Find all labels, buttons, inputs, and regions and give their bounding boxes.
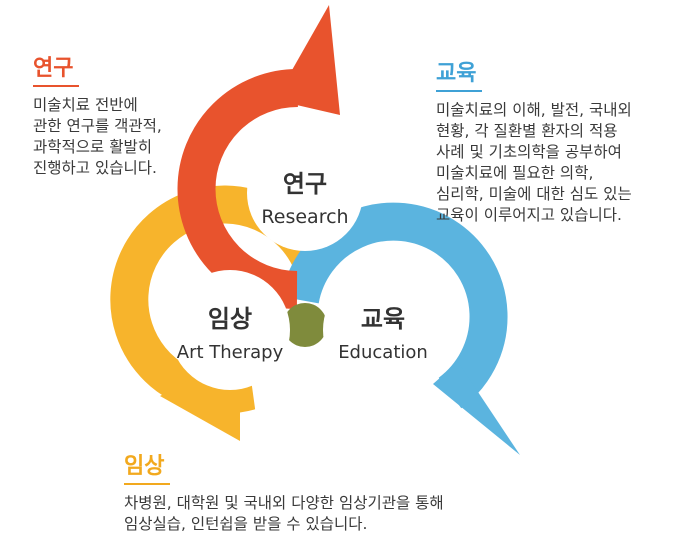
clinical-block-description: 차병원, 대학원 및 국내외 다양한 임상기관을 통해 임상실습, 인턴쉽을 받…: [124, 494, 444, 534]
education-block-rule: [436, 90, 482, 93]
education-circle-subtitle: Education: [338, 342, 428, 363]
education-ring: [281, 202, 508, 409]
research-circle-subtitle: Research: [261, 206, 348, 228]
research-block-title: 연구: [33, 56, 74, 81]
clinical-circle: [170, 270, 290, 390]
clinical-block: 임상 차병원, 대학원 및 국내외 다양한 임상기관을 통해 임상실습, 인턴쉽…: [124, 454, 544, 535]
clinical-block-title: 임상: [124, 454, 165, 479]
research-block: 연구 미술치료 전반에 관한 연구를 객관적, 과학적으로 활발히 진행하고 있…: [33, 56, 223, 179]
clinical-circle-title: 임상: [208, 305, 252, 333]
education-block-title: 교육: [436, 61, 477, 86]
research-circle: [247, 135, 363, 251]
research-circle-title: 연구: [283, 170, 327, 198]
education-block-description: 미술치료의 이해, 발전, 국내외 현황, 각 질환별 환자의 적용 사례 및 …: [436, 101, 632, 225]
education-circle-title: 교육: [361, 305, 405, 333]
research-block-rule: [33, 85, 79, 88]
education-arrowhead: [433, 362, 520, 455]
clinical-circle-subtitle: Art Therapy: [177, 342, 284, 363]
research-block-description: 미술치료 전반에 관한 연구를 객관적, 과학적으로 활발히 진행하고 있습니다…: [33, 96, 162, 178]
education-block: 교육 미술치료의 이해, 발전, 국내외 현황, 각 질환별 환자의 적용 사례…: [436, 61, 686, 226]
clinical-block-rule: [124, 483, 170, 486]
center-overlap: [283, 303, 327, 347]
education-circle: [323, 270, 443, 390]
research-arrowhead: [275, 5, 340, 115]
